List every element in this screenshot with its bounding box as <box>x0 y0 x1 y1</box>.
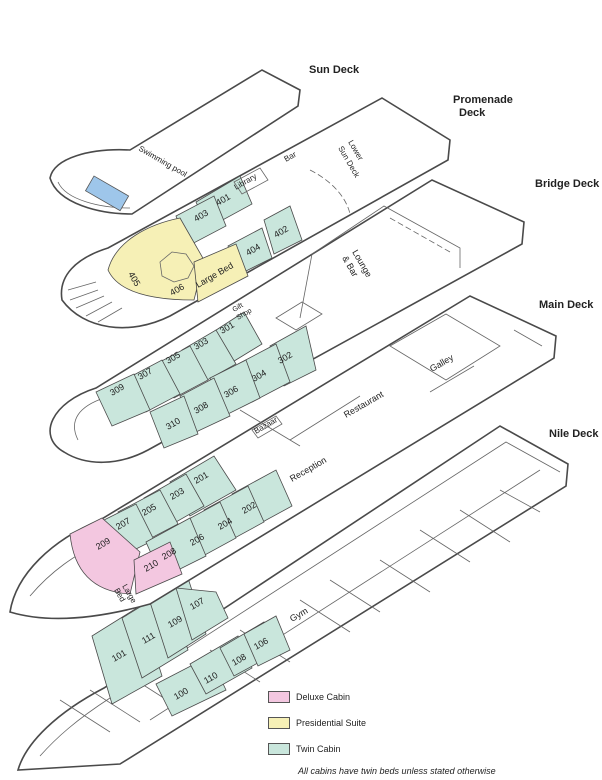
promenade-deck: 401 403 402 404 405 406 Large Bed Librar… <box>60 97 451 329</box>
deck-title-nile: Nile Deck <box>549 428 599 440</box>
bridge-deck-cabins <box>95 311 317 449</box>
cabin-210-area <box>133 541 183 595</box>
suite-bed-octagon <box>159 251 195 283</box>
nile-deck-cabins <box>91 577 291 717</box>
cabin-310-area <box>149 395 199 449</box>
cabin-106-area <box>243 615 291 667</box>
sun-deck: Swimming pool <box>49 69 301 215</box>
main-deck: 201 203 205 207 202 204 206 208 209 210 … <box>9 295 557 620</box>
cabin-107-area <box>175 587 229 641</box>
main-deck-galley-outline <box>389 313 501 381</box>
cabin-309-area <box>95 373 151 427</box>
promenade-deck-bow-stripes <box>67 281 123 323</box>
deck-title-promenade-line1: Promenade <box>453 94 513 106</box>
swimming-pool <box>84 175 130 212</box>
legend-item-twin: Twin Cabin <box>268 736 366 762</box>
sun-deck-hull <box>49 69 301 215</box>
main-deck-partitions <box>239 329 543 447</box>
deck-title-promenade-line2: Deck <box>459 107 486 119</box>
bridge-deck-bow-line <box>74 397 105 441</box>
cabin-406-area <box>193 243 249 303</box>
main-deck-cabins <box>69 455 293 595</box>
deck-title-bridge: Bridge Deck <box>535 178 600 190</box>
cabin-209-area <box>69 517 141 595</box>
promenade-deck-cabins <box>107 175 303 303</box>
legend-label-deluxe: Deluxe Cabin <box>296 692 351 702</box>
footnote: All cabins have twin beds unless stated … <box>298 766 496 776</box>
deck-title-sun: Sun Deck <box>309 64 360 76</box>
main-deck-bazaar-box <box>251 415 283 439</box>
legend-label-twin: Twin Cabin <box>296 744 341 754</box>
cabin-402-area <box>263 205 303 255</box>
bridge-deck-giftshop-box <box>275 301 323 331</box>
bridge-deck-dashed <box>389 217 451 253</box>
legend-swatch-presidential <box>268 717 290 729</box>
nile-deck: 101 111 109 107 100 110 108 106 Gym <box>16 425 569 771</box>
deck-title-promenade: Promenade Deck <box>453 94 513 120</box>
gift-shop-line1: Gift <box>232 302 245 314</box>
promenade-deck-library-box <box>233 167 269 195</box>
promenade-deck-dashed <box>309 169 351 215</box>
legend-label-presidential: Presidential Suite <box>296 718 367 728</box>
deck-title-main: Main Deck <box>539 299 594 311</box>
nile-deck-hull <box>16 425 569 771</box>
legend-item-deluxe: Deluxe Cabin <box>268 684 366 710</box>
legend-swatch-twin <box>268 743 290 755</box>
legend: Deluxe Cabin Presidential Suite Twin Cab… <box>268 684 366 762</box>
legend-item-presidential: Presidential Suite <box>268 710 366 736</box>
bridge-deck: 301 303 305 307 309 302 304 306 308 310 … <box>49 179 525 464</box>
bridge-deck-lounge-outline <box>299 205 461 319</box>
legend-swatch-deluxe <box>268 691 290 703</box>
